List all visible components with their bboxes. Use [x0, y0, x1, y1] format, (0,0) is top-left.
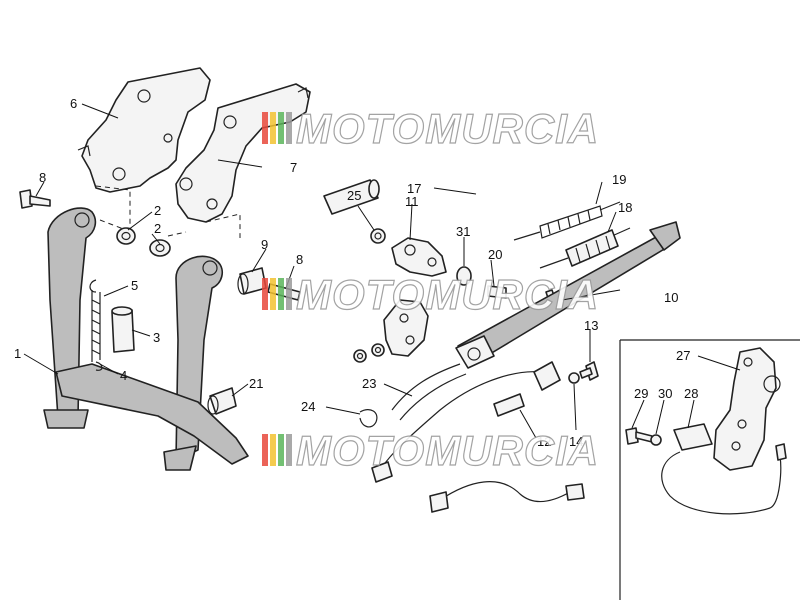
nut-right — [371, 343, 385, 357]
spring-5-4 — [89, 279, 103, 371]
bracket-27 — [713, 347, 781, 471]
callout-8b: 8 — [296, 252, 303, 267]
bushing-31 — [456, 266, 472, 286]
watermark-middle: MOTOMURCIA — [262, 270, 599, 319]
callout-12: 12 — [537, 434, 551, 449]
callout-9: 9 — [261, 237, 268, 252]
watermark-text: MOTOMURCIA — [296, 427, 599, 474]
sleeve-3 — [111, 306, 135, 353]
callout-7: 7 — [290, 160, 297, 175]
nut-left — [353, 349, 367, 363]
side-stand-10 — [455, 221, 681, 369]
callout-18: 18 — [618, 200, 632, 215]
switch-28 — [661, 423, 787, 515]
sleeve-17 — [323, 179, 380, 215]
stop-21 — [207, 387, 237, 415]
sensor-12 — [371, 361, 561, 483]
callout-1: 1 — [14, 346, 21, 361]
bracket-6 — [77, 67, 211, 193]
bracket-7 — [175, 83, 311, 223]
callout-21: 21 — [249, 376, 263, 391]
washer-30 — [650, 434, 662, 446]
hose-23 — [391, 363, 467, 421]
screw-29 — [625, 427, 653, 445]
bushing-2a — [116, 227, 136, 245]
callout-5: 5 — [131, 278, 138, 293]
callout-11: 11 — [405, 194, 419, 209]
washer-25 — [370, 228, 386, 244]
watermark-top: MOTOMURCIA — [262, 104, 599, 153]
washer-14 — [568, 372, 580, 384]
callout-20: 20 — [488, 247, 502, 262]
clip-24 — [359, 409, 378, 428]
center-stand-1 — [43, 207, 249, 471]
callout-27: 27 — [676, 348, 690, 363]
callout-labels: 6 7 8 2 2 9 8 5 3 1 4 21 25 11 31 20 17 … — [14, 96, 698, 449]
callout-28: 28 — [684, 386, 698, 401]
callout-24: 24 — [301, 399, 315, 414]
watermark-text: MOTOMURCIA — [296, 105, 599, 152]
callout-25: 25 — [347, 188, 361, 203]
plate-11 — [391, 237, 447, 277]
callout-3: 3 — [153, 330, 160, 345]
callout-13: 13 — [584, 318, 598, 333]
callout-30: 30 — [658, 386, 672, 401]
inset-box — [619, 339, 800, 600]
callout-2b: 2 — [154, 221, 161, 236]
spring-18 — [539, 227, 631, 269]
callout-10: 10 — [664, 290, 678, 305]
callout-17: 17 — [407, 181, 421, 196]
callout-4: 4 — [120, 368, 127, 383]
bolt-8a — [19, 189, 51, 209]
watermark-bottom: MOTOMURCIA — [262, 426, 599, 475]
plate-11-lower — [383, 299, 429, 357]
callout-14: 14 — [569, 434, 583, 449]
callout-8a: 8 — [39, 170, 46, 185]
callout-2a: 2 — [154, 203, 161, 218]
callout-19: 19 — [612, 172, 626, 187]
callout-31: 31 — [456, 224, 470, 239]
spring-19 — [513, 201, 621, 241]
bolt-13 — [579, 361, 599, 381]
watermark-text: MOTOMURCIA — [296, 271, 599, 318]
pin-20 — [487, 285, 507, 299]
bushing-2b — [149, 239, 171, 257]
callout-6: 6 — [70, 96, 77, 111]
callout-23: 23 — [362, 376, 376, 391]
callout-29: 29 — [634, 386, 648, 401]
connector-cable — [429, 481, 585, 513]
